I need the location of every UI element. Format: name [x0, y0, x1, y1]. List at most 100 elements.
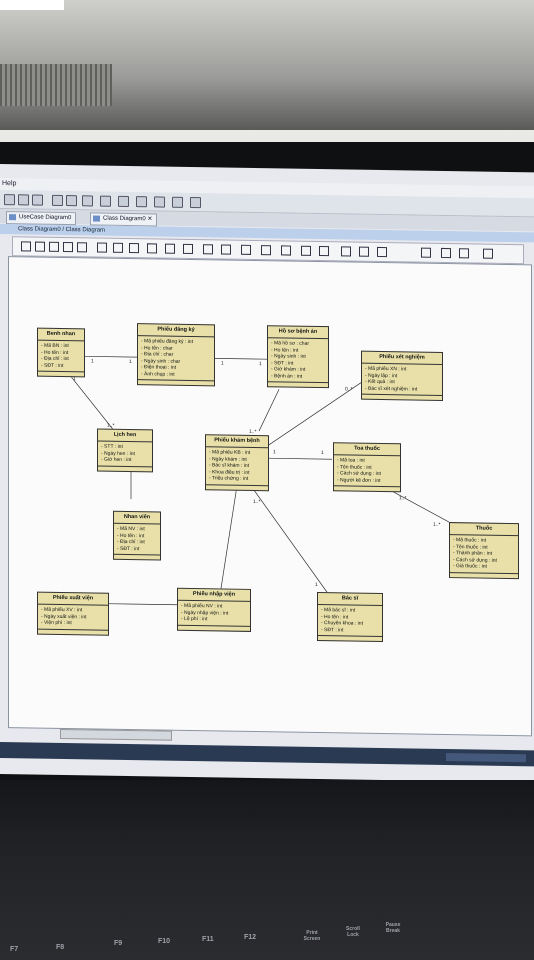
class-attributes: - Mã thuốc : int - Tên thuốc : int - Thà…: [450, 535, 518, 574]
attribute: - Người kê đơn : int: [337, 476, 381, 484]
association-icon[interactable]: [97, 242, 107, 253]
class-operations: [38, 629, 108, 634]
pen-icon[interactable]: [118, 195, 129, 208]
class-name: Thuốc: [450, 523, 518, 537]
new-icon[interactable]: [4, 194, 15, 206]
rect-icon[interactable]: [301, 245, 311, 256]
select-icon[interactable]: [21, 241, 31, 252]
fill-color-icon[interactable]: [441, 247, 451, 259]
note-icon[interactable]: [77, 242, 87, 253]
line-color-icon[interactable]: [459, 248, 469, 259]
class-thuoc[interactable]: Thuốc - Mã thuốc : int - Tên thuốc : int…: [449, 522, 519, 579]
copy-icon[interactable]: [66, 195, 77, 207]
class-lich-hen[interactable]: Lịch hen - STT : int - Ngày hen : int - …: [97, 428, 153, 472]
class-name: Phiếu xuất viện: [38, 592, 108, 606]
save-icon[interactable]: [32, 194, 43, 206]
class-attributes: - Mã NV : int - Ho tên : int - Địa chỉ :…: [114, 523, 160, 556]
multiplicity-label: 1: [259, 361, 262, 368]
multiplicity-label: 1: [273, 449, 276, 456]
assoc-phieudangky-hoso: [215, 358, 267, 360]
class-operations: [138, 380, 214, 385]
class-name: Phiếu nhập viện: [178, 588, 250, 602]
grid-icon[interactable]: [172, 196, 183, 208]
class-phieu-dang-ky[interactable]: Phiếu đăng ký - Mã phiếu đăng ký : int -…: [137, 323, 215, 387]
dependency-icon[interactable]: [129, 243, 139, 254]
class-name: Lịch hen: [98, 429, 152, 443]
circle-icon[interactable]: [203, 244, 213, 255]
link-icon[interactable]: [82, 195, 93, 207]
class-toa-thuoc[interactable]: Toa thuốc - Mã toa : int - Tên thuốc : i…: [333, 442, 401, 493]
class-operations: [178, 625, 250, 630]
class-name: Hồ sơ bệnh án: [268, 326, 328, 340]
color-icon[interactable]: [136, 196, 147, 208]
class-phieu-xuat-vien[interactable]: Phiếu xuất viện - Mã phiếu XV : int - Ng…: [37, 591, 109, 636]
keyboard-area: F7 F8 F9 F10 F11 F12 Print Screen Scroll…: [0, 780, 534, 960]
open-icon[interactable]: [18, 194, 29, 206]
ceiling-beam: [0, 130, 534, 142]
shape-icon[interactable]: [261, 245, 271, 256]
tab-usecase-diagram[interactable]: UseCase Diagram0: [6, 211, 77, 226]
class-operations: [114, 555, 160, 560]
layout-icon[interactable]: [483, 248, 493, 259]
class-attributes: - Mã phiếu KB : int - Ngày khám : int - …: [206, 447, 268, 486]
close-icon[interactable]: ✕: [147, 216, 153, 223]
connector-icon[interactable]: [241, 244, 251, 255]
assoc-phieukham-toathuoc: [267, 457, 332, 460]
class-attributes: - Mã phiếu XN : int - Ngày lập : int - K…: [362, 363, 442, 396]
attribute: - SĐT : int: [41, 362, 64, 369]
cut-icon[interactable]: [52, 194, 63, 206]
class-phieu-kham-benh[interactable]: Phiếu khám bệnh - Mã phiếu KB : int - Ng…: [205, 434, 269, 491]
realization-icon[interactable]: [147, 243, 157, 254]
menu-help[interactable]: Help: [2, 180, 17, 188]
image-icon[interactable]: [377, 246, 387, 258]
class-phieu-xet-nghiem[interactable]: Phiếu xét nghiệm - Mã phiếu XN : int - N…: [361, 350, 443, 401]
attribute: - SĐT : int: [117, 545, 140, 552]
interface-icon[interactable]: [49, 241, 59, 252]
class-operations: [334, 486, 400, 491]
zoom-icon[interactable]: [100, 195, 111, 207]
class-attributes: - Mã hồ sơ : char - Ho tên : int - Ngày …: [268, 338, 328, 384]
attribute: - Giờ hen : int: [101, 456, 132, 464]
class-bac-si[interactable]: Bác sĩ - Mã bác sĩ : int - Ho tên : int …: [317, 591, 383, 643]
class-nhan-vien[interactable]: Nhan viên - Mã NV : int - Ho tên : int -…: [113, 510, 161, 561]
align-icon[interactable]: [190, 196, 201, 209]
frame-icon[interactable]: [359, 246, 369, 257]
class-phieu-nhap-vien[interactable]: Phiếu nhập viện - Mã phiếu NV : int - Ng…: [177, 587, 251, 632]
pin-icon[interactable]: [421, 247, 431, 258]
class-operations: [268, 382, 328, 387]
class-attributes: - Mã phiếu NV : int - Ngày nhập viện : i…: [178, 600, 250, 627]
diagram-icon: [93, 215, 100, 222]
composition-icon[interactable]: [183, 243, 193, 255]
text-icon[interactable]: [341, 246, 351, 257]
attribute: - Bác sĩ xét nghiệm : int: [365, 385, 418, 393]
class-attributes: - Mã phiếu XV : int - Ngày xuất viện : i…: [38, 604, 108, 631]
system-tray[interactable]: [446, 753, 526, 763]
tab-class-diagram[interactable]: Class Diagram0 ✕: [90, 212, 158, 227]
class-operations: [318, 636, 382, 641]
class-benh-nhan[interactable]: Benh nhan - Mã BN : int - Ho tên : int -…: [37, 327, 85, 378]
attribute: - Lệ phí : int: [181, 615, 208, 623]
assoc-phieukham-bacsi: [250, 485, 328, 593]
office-ceiling: [0, 0, 534, 130]
ceiling-light: [0, 0, 64, 10]
lollipop-icon[interactable]: [221, 244, 231, 255]
line-style-icon[interactable]: [154, 196, 165, 208]
key-f10: F10: [158, 938, 171, 945]
multiplicity-label: 1..*: [107, 422, 115, 429]
line-icon[interactable]: [281, 245, 291, 256]
ellipse-icon[interactable]: [319, 246, 329, 257]
class-icon[interactable]: [35, 241, 45, 252]
class-operations: [38, 372, 84, 377]
aggregation-icon[interactable]: [165, 243, 175, 254]
horizontal-scrollbar[interactable]: [60, 728, 172, 741]
diagram-canvas[interactable]: Benh nhan - Mã BN : int - Ho tên : int -…: [8, 256, 532, 737]
class-attributes: - Mã BN : int - Ho tên : int - Địa chỉ :…: [38, 340, 84, 373]
key-f8: F8: [56, 944, 65, 951]
class-name: Phiếu khám bệnh: [206, 435, 268, 449]
multiplicity-label: 1..*: [253, 498, 261, 506]
class-ho-so-benh-an[interactable]: Hồ sơ bệnh án - Mã hồ sơ : char - Ho tên…: [267, 325, 329, 389]
attribute: - Giá thuốc : int: [453, 563, 487, 570]
generalization-icon[interactable]: [113, 242, 123, 253]
windows-taskbar: [0, 742, 534, 767]
package-icon[interactable]: [63, 241, 73, 253]
